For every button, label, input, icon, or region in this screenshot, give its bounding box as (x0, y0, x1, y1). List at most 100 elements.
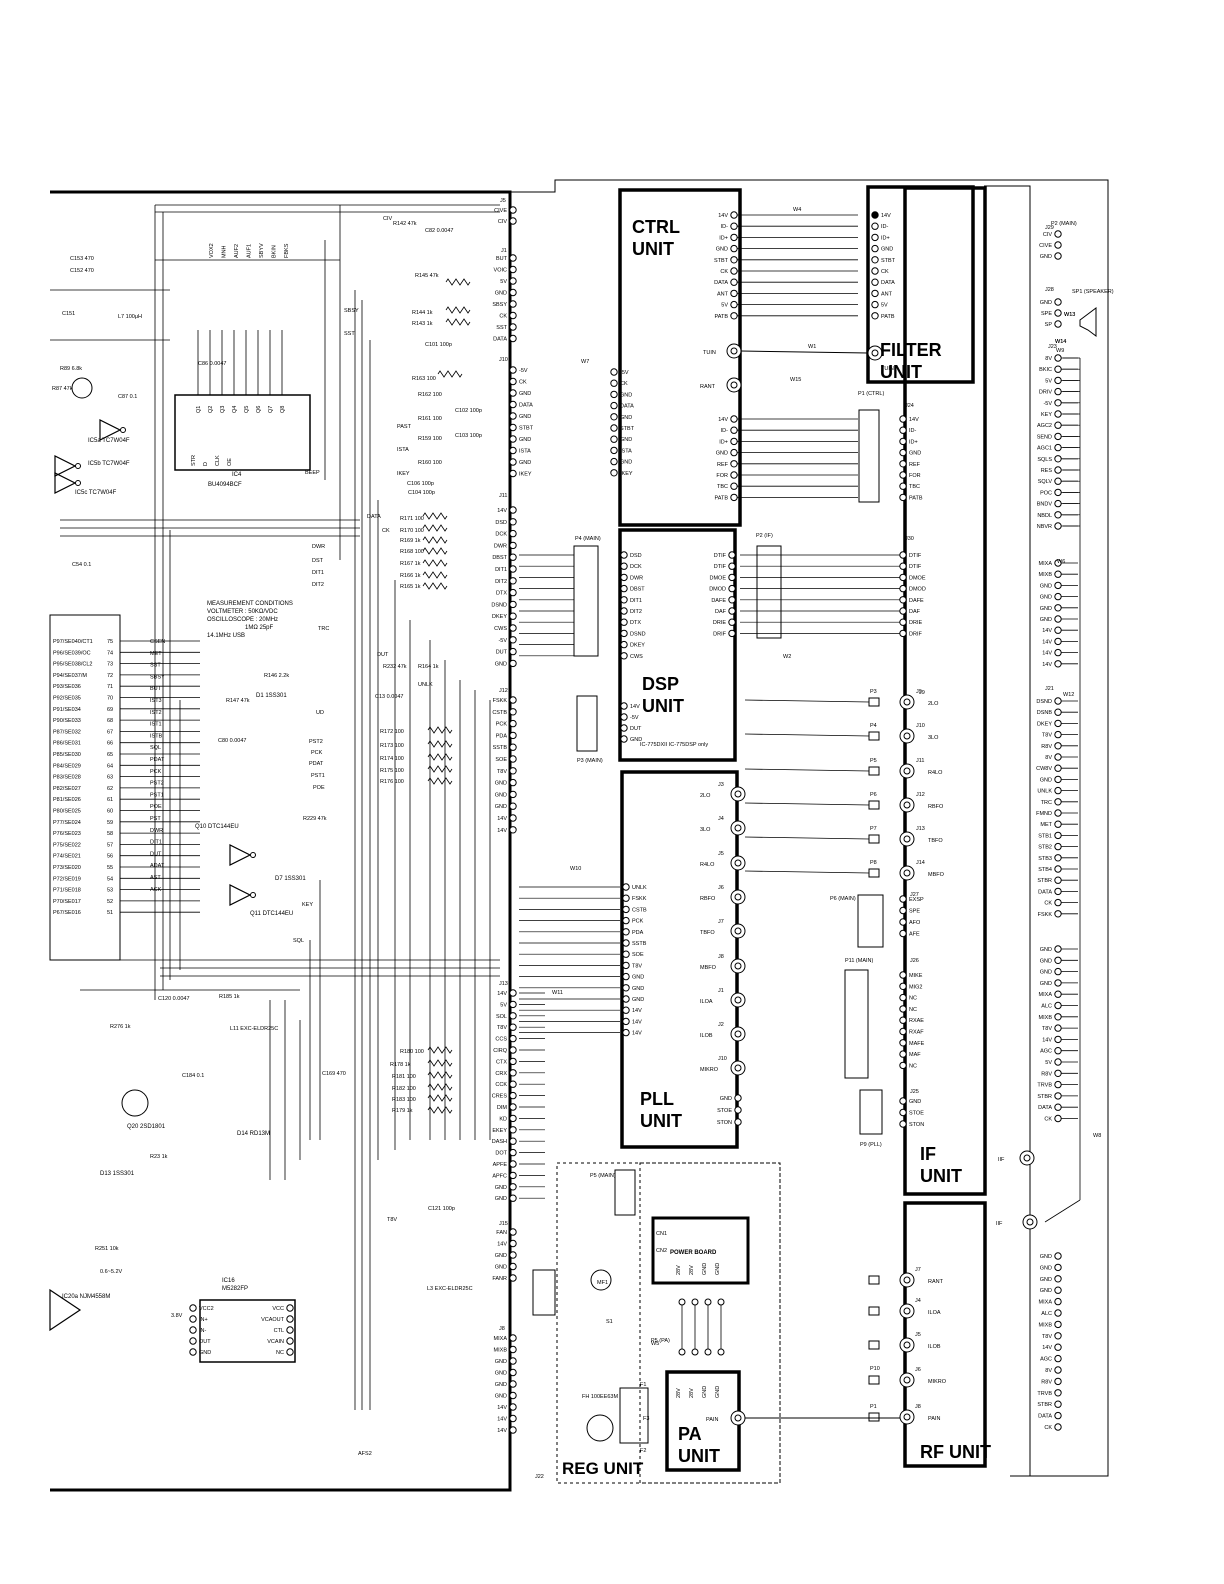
j13-pin-label: SOL (496, 1014, 507, 1020)
pll-jack-core (734, 893, 742, 901)
connector-id-j29: J29 (1045, 225, 1054, 231)
plug-p2-main-label: P2 (MAIN) (1051, 221, 1077, 227)
if-j20-pin (1054, 1013, 1062, 1021)
j12-ctrl-pin-label: IKEY (620, 471, 633, 477)
j13-pin-label: T8V (497, 1025, 507, 1031)
j1-main-pin (509, 265, 517, 274)
plug-p6-label: P6 (MAIN) (830, 896, 856, 902)
if-j23-pin-label: BNDV (1037, 502, 1053, 508)
rf-j2-pin (1054, 1377, 1062, 1386)
rf-jack-core (903, 1413, 911, 1421)
if-j23-pin (1054, 354, 1062, 362)
j13-pin (509, 1046, 517, 1054)
j11-pin-label: GND (495, 661, 507, 667)
filter-j1-pin (871, 211, 879, 219)
if-j20-pin-label: GND (1040, 958, 1052, 964)
plug-p4-label: P4 (MAIN) (575, 536, 601, 542)
j13-pin (509, 1148, 517, 1157)
if-jack-label: MBFO (928, 872, 945, 878)
component-r232: R232 47k (383, 664, 407, 670)
ic16-right-pin (286, 1304, 294, 1312)
j13-pin-label: EKEY (492, 1128, 507, 1134)
if-j20-pin (1054, 967, 1062, 976)
j11-pin-label: DIT2 (495, 579, 507, 585)
plug-p11 (844, 969, 869, 1079)
j12-pin-label: GND (495, 804, 507, 810)
j13-pin-label: APFC (492, 1173, 507, 1179)
if-j26-pin (899, 1061, 907, 1070)
if-j26-pin-label: MAF (909, 1052, 921, 1058)
resistor (422, 524, 448, 532)
wire (744, 802, 870, 806)
connector-id-j1: J1 (501, 248, 507, 254)
j12-pin (509, 731, 517, 740)
signal-sbsy: SBSY (344, 308, 359, 314)
component-r147: R147 47k (226, 698, 250, 704)
ic20a-label: IC20a NJM4558M (62, 1294, 110, 1300)
pll-j11-pin-label: 14V (632, 1019, 642, 1025)
ctrl-j8-pin-label: GND (716, 451, 728, 457)
title-line: IF (920, 1144, 936, 1164)
wire-label-w12: W12 (1063, 692, 1074, 698)
j13-pin (509, 989, 517, 997)
wire (744, 768, 870, 772)
j12-pin-label: SOE (495, 757, 507, 763)
ic16-right-pin-label: CTL (274, 1328, 284, 1334)
if-jack-core (903, 732, 911, 740)
if-j21-pin-label: FMND (1036, 811, 1052, 817)
if-plug-label: P5 (870, 758, 877, 764)
ic4-box (174, 394, 311, 471)
cpu-port: P82/SE027 (53, 786, 81, 792)
if-j23-pin-label: AGC1 (1037, 446, 1052, 452)
pa-pin-dot (678, 1348, 686, 1356)
j15-pin (509, 1274, 517, 1282)
wire-label-w13: W13 (1064, 312, 1075, 318)
filter-j1-pin (871, 267, 879, 275)
component-r144: R144 1k (412, 310, 433, 316)
ctrl-j9-pin (730, 312, 738, 320)
title-line: PA (678, 1424, 702, 1444)
j15-pin (509, 1228, 517, 1236)
pll-jack-label: RBFO (700, 896, 716, 902)
fh-label: FH 100EE63M (582, 1394, 618, 1400)
plug-p6 (857, 894, 884, 948)
pa-pin-dot (691, 1348, 699, 1356)
if-j28-pin (1054, 298, 1062, 306)
j15-pin-label: FANR (492, 1276, 507, 1282)
f3-label: F3 (643, 1416, 649, 1422)
connector-id-j25: J25 (910, 1089, 919, 1095)
if-j26-pin (899, 1005, 907, 1013)
signal-dwr: DWR (312, 544, 325, 550)
cpu-port: P97/SE040/CT1 (53, 639, 93, 645)
dsp-j1-pin-label: DTIF (714, 564, 727, 570)
measurement-line: 14.1MHz USB (207, 633, 245, 639)
ic16-right-pin-label: VCC (272, 1306, 284, 1312)
if-j21-pin-label: TRC (1041, 800, 1052, 806)
cpu-signal: BUT (150, 686, 162, 692)
if-j21-pin (1054, 854, 1062, 862)
rf-j2-pin-label: MIXA (1039, 1300, 1053, 1306)
if-j30-pin (899, 562, 907, 570)
if-jack-core (903, 869, 911, 877)
cpu-pin-number: 72 (107, 673, 113, 679)
q20-label: Q20 2SD1801 (127, 1124, 166, 1130)
j11-pin (509, 553, 517, 561)
resistor (422, 547, 448, 555)
if-j21-pin (1054, 742, 1062, 750)
j10-pin-label: -5V (519, 368, 528, 374)
j11-pin (509, 565, 517, 573)
rf-j2-pin (1054, 1297, 1062, 1306)
if-j27-pin (899, 929, 907, 938)
j15-pin-label: 14V (497, 1242, 507, 1248)
if-jack-id: J13 (916, 826, 925, 832)
if-j23-pin-label: SQLV (1038, 479, 1053, 485)
pll-j11-pin-label: GND (632, 986, 644, 992)
f1-label: F1 (640, 1382, 646, 1388)
if-j20-pin-label: GND (1040, 981, 1052, 987)
cn1-label: CN1 (656, 1231, 667, 1237)
cn2-label: CN2 (656, 1248, 667, 1254)
cpu-signal: DUT (150, 851, 162, 857)
wire-label-w1: W1 (808, 344, 816, 350)
j12-pin-label: GND (495, 792, 507, 798)
